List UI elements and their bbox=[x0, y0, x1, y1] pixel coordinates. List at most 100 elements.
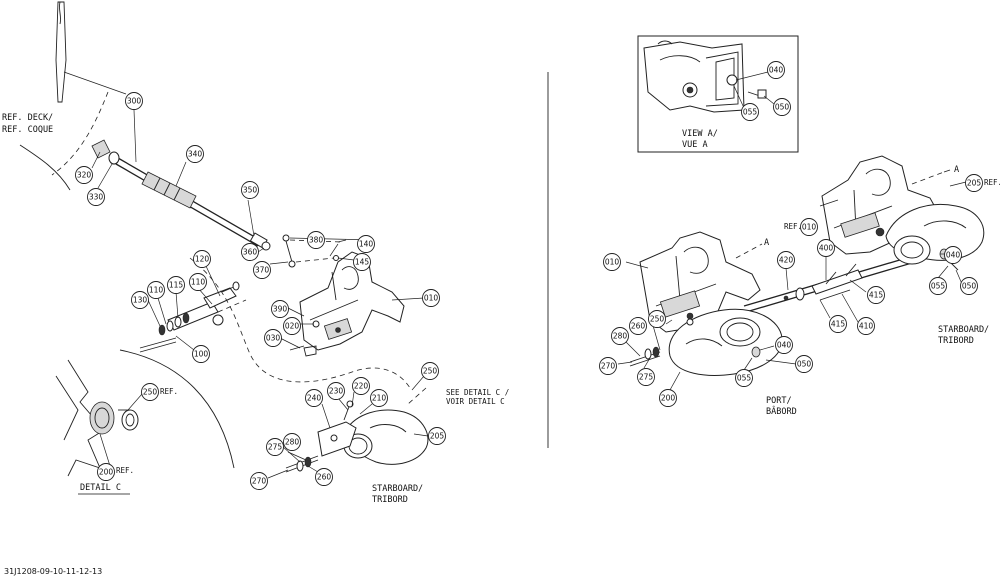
callout-250-upper: 250 bbox=[421, 362, 439, 380]
callout-280-left: 280 bbox=[283, 433, 301, 451]
svg-text:275: 275 bbox=[639, 373, 654, 382]
svg-text:110: 110 bbox=[149, 286, 164, 295]
callout-260-left: 260 bbox=[315, 468, 333, 486]
callout-260-right: 260 bbox=[629, 317, 647, 335]
callout-210: 210 bbox=[370, 389, 388, 407]
svg-text:130: 130 bbox=[133, 296, 148, 305]
svg-text:055: 055 bbox=[737, 374, 752, 383]
footer-code: 31J1208-09-10-11-12-13 bbox=[4, 567, 102, 576]
callout-040-view-a: 040 bbox=[767, 61, 785, 79]
steering-nozzle-right-port bbox=[629, 308, 783, 376]
callout-350: 350 bbox=[241, 181, 259, 199]
svg-text:250: 250 bbox=[650, 315, 665, 324]
label-ref-200: REF. bbox=[116, 466, 134, 475]
callout-320: 320 bbox=[75, 166, 93, 184]
callout-250-right: 250 bbox=[648, 310, 666, 328]
label-ref-deck: REF. DECK/ bbox=[2, 113, 53, 123]
callout-415-lower: 415 bbox=[829, 315, 847, 333]
bracket-assembly-right-starboard bbox=[735, 155, 951, 259]
callout-280-right: 280 bbox=[611, 327, 629, 345]
label-port: PORT/ bbox=[766, 396, 792, 406]
svg-text:280: 280 bbox=[613, 332, 628, 341]
svg-text:205: 205 bbox=[967, 179, 982, 188]
callout-410: 410 bbox=[857, 317, 875, 335]
callout-200-detail: 200 bbox=[97, 463, 115, 481]
callout-020: 020 bbox=[283, 317, 301, 335]
svg-text:040: 040 bbox=[769, 66, 784, 75]
svg-text:320: 320 bbox=[77, 171, 92, 180]
label-ref-250: REF. bbox=[160, 387, 178, 396]
callout-370: 370 bbox=[253, 261, 271, 279]
callout-130: 130 bbox=[131, 291, 149, 309]
callout-055-right: 055 bbox=[929, 277, 947, 295]
callout-010-right-starboard: 010 bbox=[800, 218, 818, 236]
callout-220: 220 bbox=[352, 377, 370, 395]
steering-nozzle-left bbox=[285, 387, 429, 473]
svg-text:420: 420 bbox=[779, 256, 794, 265]
callout-420: 420 bbox=[777, 251, 795, 269]
callout-100: 100 bbox=[192, 345, 210, 363]
label-tribord-right: TRIBORD bbox=[938, 336, 974, 346]
svg-text:240: 240 bbox=[307, 394, 322, 403]
svg-text:250: 250 bbox=[423, 367, 438, 376]
callout-010-right-port: 010 bbox=[603, 253, 621, 271]
callout-120: 120 bbox=[193, 250, 211, 268]
leader-lines bbox=[63, 71, 967, 479]
callout-400: 400 bbox=[817, 239, 835, 257]
callout-240: 240 bbox=[305, 389, 323, 407]
label-starboard-right: STARBOARD/ bbox=[938, 325, 989, 335]
label-ref-010: REF. bbox=[784, 222, 802, 231]
callout-115: 115 bbox=[167, 276, 185, 294]
callout-010-left: 010 bbox=[422, 289, 440, 307]
svg-text:260: 260 bbox=[631, 322, 646, 331]
label-view-a: VIEW A/ bbox=[682, 129, 718, 139]
callout-390: 390 bbox=[271, 300, 289, 318]
svg-text:120: 120 bbox=[195, 255, 210, 264]
callout-050-right: 050 bbox=[960, 277, 978, 295]
callout-415-upper: 415 bbox=[867, 286, 885, 304]
svg-text:400: 400 bbox=[819, 244, 834, 253]
svg-text:275: 275 bbox=[268, 443, 283, 452]
view-a-box bbox=[637, 35, 799, 153]
callout-110-left: 110 bbox=[147, 281, 165, 299]
svg-text:350: 350 bbox=[243, 186, 258, 195]
callout-275-right: 275 bbox=[637, 368, 655, 386]
callout-340: 340 bbox=[186, 145, 204, 163]
callout-040-lower: 040 bbox=[775, 336, 793, 354]
svg-text:230: 230 bbox=[329, 387, 344, 396]
callout-055-lower: 055 bbox=[735, 369, 753, 387]
callout-140: 140 bbox=[357, 235, 375, 253]
callout-050-lower: 050 bbox=[795, 355, 813, 373]
svg-text:050: 050 bbox=[797, 360, 812, 369]
svg-text:360: 360 bbox=[243, 248, 258, 257]
callout-380: 380 bbox=[307, 231, 325, 249]
svg-text:300: 300 bbox=[127, 97, 142, 106]
svg-text:010: 010 bbox=[605, 258, 620, 267]
callout-055-view-a: 055 bbox=[741, 103, 759, 121]
callout-330: 330 bbox=[87, 188, 105, 206]
svg-text:115: 115 bbox=[169, 281, 184, 290]
svg-text:205: 205 bbox=[430, 432, 445, 441]
callout-270-right: 270 bbox=[599, 357, 617, 375]
svg-text:260: 260 bbox=[317, 473, 332, 482]
svg-text:040: 040 bbox=[777, 341, 792, 350]
callout-050-view-a: 050 bbox=[773, 98, 791, 116]
callout-110-top: 110 bbox=[189, 273, 207, 291]
text-labels: REF. DECK/ REF. COQUE DETAIL C SEE DETAI… bbox=[2, 113, 1000, 576]
svg-text:145: 145 bbox=[355, 258, 370, 267]
svg-text:040: 040 bbox=[946, 251, 961, 260]
svg-text:030: 030 bbox=[266, 334, 281, 343]
svg-text:390: 390 bbox=[273, 305, 288, 314]
svg-text:200: 200 bbox=[99, 468, 114, 477]
detail-c bbox=[55, 359, 139, 477]
callout-145: 145 bbox=[353, 253, 371, 271]
svg-text:020: 020 bbox=[285, 322, 300, 331]
svg-text:370: 370 bbox=[255, 266, 270, 275]
svg-text:010: 010 bbox=[424, 294, 439, 303]
svg-text:280: 280 bbox=[285, 438, 300, 447]
svg-text:140: 140 bbox=[359, 240, 374, 249]
svg-text:055: 055 bbox=[743, 108, 758, 117]
svg-text:250: 250 bbox=[143, 388, 158, 397]
svg-text:330: 330 bbox=[89, 193, 104, 202]
